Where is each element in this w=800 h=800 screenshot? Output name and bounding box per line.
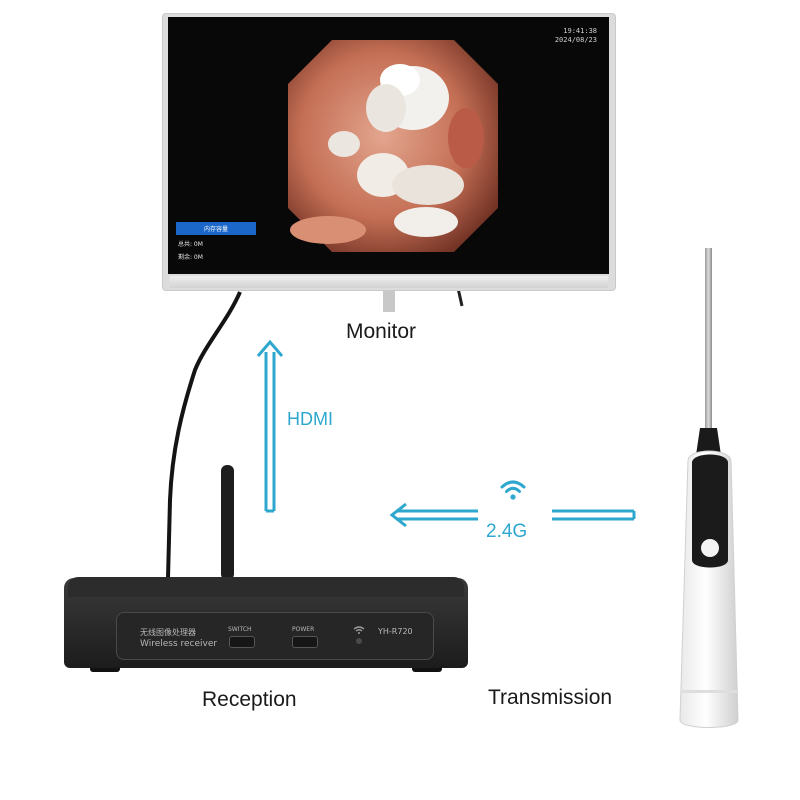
memory-total: 总共: 0M [178, 241, 203, 248]
receiver-front-panel: 无线图像处理器 Wireless receiver SWITCH POWER Y… [116, 612, 434, 660]
power-button[interactable] [292, 636, 318, 648]
receiver-name-en: Wireless receiver [140, 639, 218, 649]
monitor-screen: 19:41:38 2024/08/23 内存容量 总共: 0M 剩余: 0M [168, 17, 609, 274]
screen-date: 2024/08/23 [554, 36, 597, 44]
receiver-antenna [221, 465, 234, 580]
switch-button[interactable] [229, 636, 255, 648]
power-label: POWER [292, 626, 315, 633]
receiver-top [68, 577, 464, 597]
endoscope-probe [705, 248, 712, 448]
memory-panel: 内存容量 总共: 0M 剩余: 0M [176, 222, 256, 261]
reception-label: Reception [202, 688, 297, 711]
hdmi-label: HDMI [287, 409, 333, 429]
endoscope-neck [696, 428, 721, 455]
monitor-back-cable [456, 287, 464, 307]
endoscope-button [701, 539, 719, 557]
hdmi-arrow [256, 339, 284, 513]
memory-remaining: 剩余: 0M [178, 254, 203, 261]
switch-label: SWITCH [228, 626, 252, 633]
wireless-label: 2.4G [486, 521, 528, 542]
receiver-wifi-icon [353, 626, 365, 634]
receiver-model: YH-R720 [378, 627, 413, 636]
receiver-foot-right [412, 668, 442, 672]
hdmi-cable [166, 291, 242, 579]
receiver-name-cn: 无线图像处理器 [140, 628, 196, 637]
endoscope-grip-line [682, 690, 737, 693]
memory-header: 内存容量 [176, 222, 256, 235]
endoscope-control-panel [692, 454, 728, 568]
status-led [356, 638, 362, 644]
monitor-label: Monitor [346, 320, 417, 343]
monitor-stand [383, 288, 395, 312]
screen-time: 19:41:38 [563, 27, 597, 35]
transmission-label: Transmission [488, 686, 613, 709]
endoscope-camera-image [288, 40, 498, 252]
screen-clock: 19:41:38 2024/08/23 [555, 27, 597, 45]
wireless-arrow [389, 502, 636, 528]
receiver-foot-left [90, 668, 120, 672]
wifi-icon [500, 480, 526, 500]
monitor-bezel [170, 276, 608, 288]
